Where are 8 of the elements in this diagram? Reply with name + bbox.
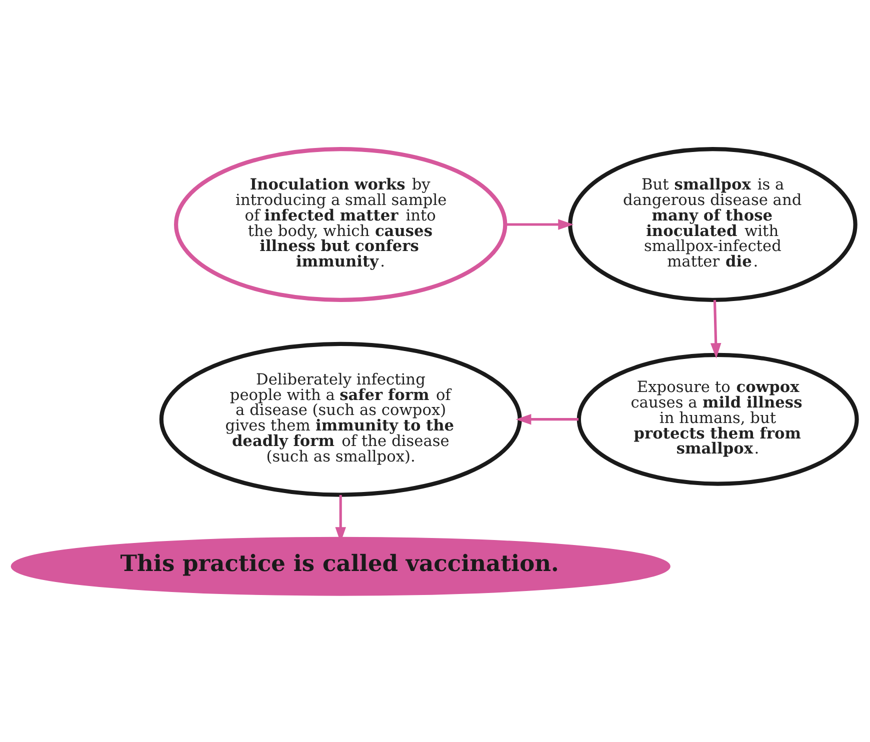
arrow bbox=[505, 218, 574, 230]
node-ellipse: Inoculation works by introducing a small sample of infected matter into the body, which causes illness but confers immunity. bbox=[174, 146, 508, 302]
node-ellipse: This practice is called vaccination. bbox=[10, 536, 670, 596]
node-ellipse: Exposure to cowpox causes a mild illness in humans, but protects them from smallpox. bbox=[576, 352, 859, 486]
arrow bbox=[710, 300, 722, 358]
node-ellipse: But smallpox is a dangerous disease and many of those inoculated with smallpox-infected matter die. bbox=[568, 146, 858, 302]
node-ellipse: Deliberately infecting people with a safer form of a disease (such as cowpox) gives them immunity to the deadly form of the disease (such as smallpox). bbox=[159, 341, 522, 496]
arrow bbox=[516, 413, 578, 424]
